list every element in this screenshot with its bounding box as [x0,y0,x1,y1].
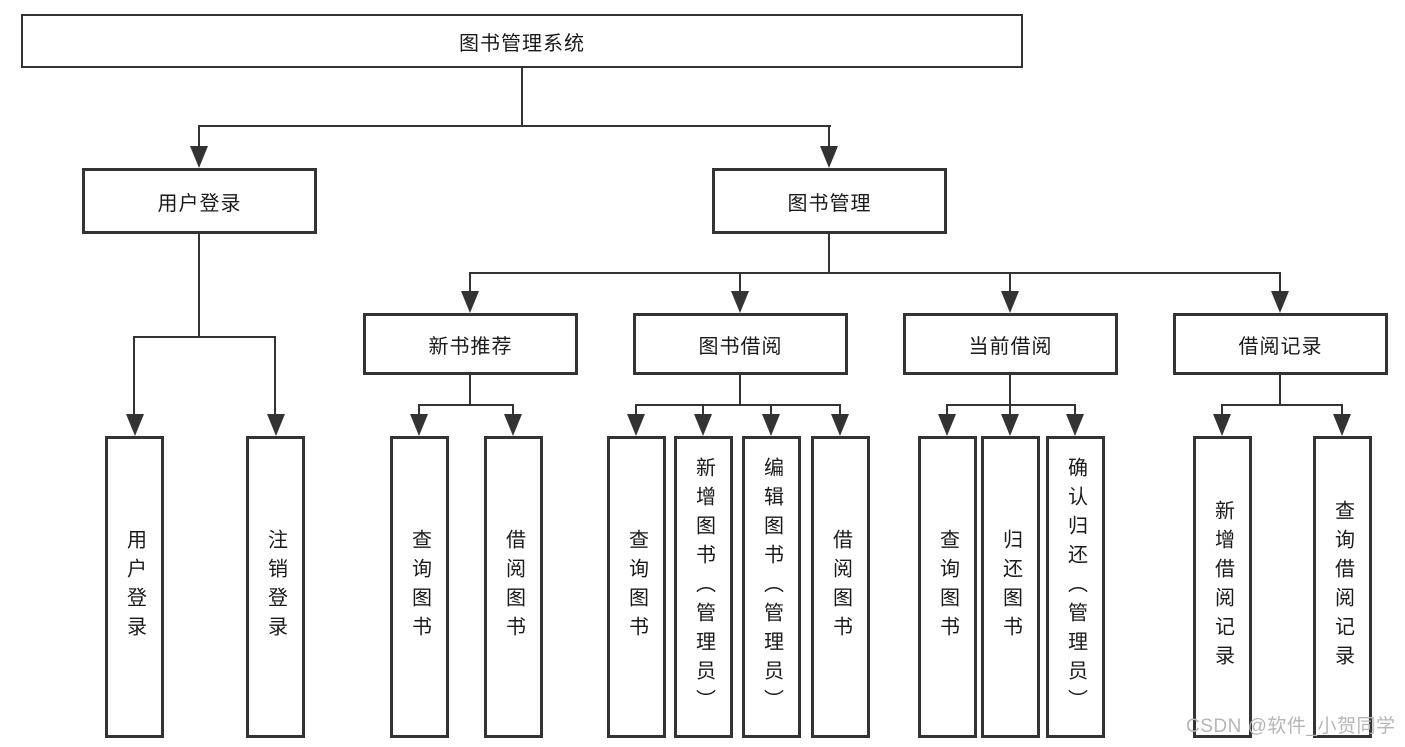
node-book-management-branch: 图书管理 [712,168,947,234]
connector-records-hline [1221,404,1343,406]
connector-current-stem [1009,375,1011,406]
node-book-borrow: 图书借阅 [633,313,848,375]
connector-root-stem [521,68,523,125]
connector-to-l3-stem [469,272,471,295]
connector-book-mgmt-stem [828,234,830,274]
connector-records-stem [1279,375,1281,406]
connector-to-leaf-stem [635,404,637,420]
leaf-query-books-recommend: 查询图书 [390,436,449,738]
node-current-borrow: 当前借阅 [903,313,1118,375]
connector-to-leaf-stem [418,404,420,420]
node-user-login-branch: 用户登录 [82,168,317,234]
arrowhead-down-icon [504,414,522,436]
arrowhead-down-icon [190,146,208,168]
connector-to-leaf-stem [770,404,772,420]
connector-to-leaf-stem [274,336,276,420]
leaf-add-borrow-record: 新增借阅记录 [1193,436,1252,738]
connector-user-login-stem [198,234,200,338]
connector-borrow-hline [635,404,841,406]
leaf-borrow-books-recommend: 借阅图书 [484,436,543,738]
connector-to-leaf-stem [512,404,514,420]
csdn-watermark: CSDN @软件_小贺同学 [1186,716,1396,737]
leaf-borrow-books: 借阅图书 [811,436,870,738]
arrowhead-down-icon [1213,414,1231,436]
leaf-edit-books-admin: 编辑图书（管理员） [742,436,801,738]
arrowhead-down-icon [627,414,645,436]
connector-user-login-hline [133,336,276,338]
arrowhead-down-icon [1001,291,1019,313]
arrowhead-down-icon [694,414,712,436]
connector-to-book-mgmt-stem [828,125,830,150]
arrowhead-down-icon [410,414,428,436]
arrowhead-down-icon [461,291,479,313]
connector-to-leaf-stem [1341,404,1343,420]
connector-to-leaf-stem [1009,404,1011,420]
connector-recommend-hline [418,404,514,406]
connector-to-leaf-stem [702,404,704,420]
arrowhead-down-icon [1271,291,1289,313]
connector-to-leaf-stem [946,404,948,420]
leaf-query-books-borrow: 查询图书 [607,436,666,738]
arrowhead-down-icon [267,414,285,436]
connector-recommend-stem [469,375,471,406]
connector-to-leaf-stem [1221,404,1223,420]
leaf-user-login: 用户登录 [105,436,164,738]
connector-to-user-login-stem [198,125,200,150]
connector-current-hline [946,404,1076,406]
arrowhead-down-icon [126,414,144,436]
arrowhead-down-icon [1001,414,1019,436]
connector-to-l3-stem [739,272,741,295]
connector-to-leaf-stem [839,404,841,420]
arrowhead-down-icon [1066,414,1084,436]
leaf-add-books-admin: 新增图书（管理员） [674,436,733,738]
leaf-return-books: 归还图书 [981,436,1040,738]
leaf-query-borrow-record: 查询借阅记录 [1313,436,1372,738]
leaf-logout: 注销登录 [246,436,305,738]
connector-book-mgmt-hline [469,272,1281,274]
node-borrow-records: 借阅记录 [1173,313,1388,375]
arrowhead-down-icon [831,414,849,436]
leaf-confirm-return-admin: 确认归还（管理员） [1046,436,1105,738]
leaf-query-books-current: 查询图书 [918,436,977,738]
connector-to-leaf-stem [1074,404,1076,420]
connector-borrow-stem [739,375,741,406]
arrowhead-down-icon [1333,414,1351,436]
arrowhead-down-icon [938,414,956,436]
connector-to-leaf-stem [133,336,135,420]
connector-to-l3-stem [1279,272,1281,295]
arrowhead-down-icon [731,291,749,313]
arrowhead-down-icon [820,146,838,168]
connector-to-l3-stem [1009,272,1011,295]
node-new-book-recommend: 新书推荐 [363,313,578,375]
arrowhead-down-icon [762,414,780,436]
connector-root-hline [198,125,831,127]
node-root-library-system: 图书管理系统 [21,14,1023,68]
